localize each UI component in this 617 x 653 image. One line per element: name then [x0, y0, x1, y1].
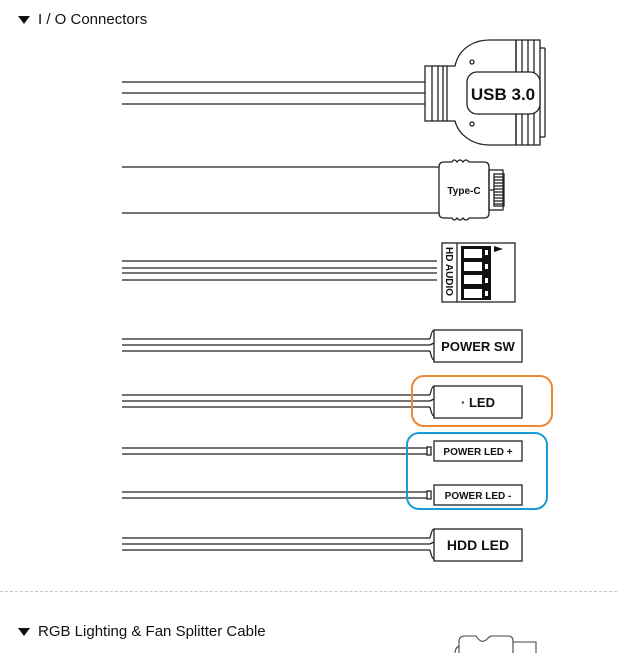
typec-connector	[122, 159, 505, 221]
led-label: · LED	[461, 395, 495, 410]
power-led-highlight-outline	[406, 432, 548, 510]
hdd-led-label: HDD LED	[447, 537, 509, 553]
triangle-down-icon	[18, 15, 30, 24]
usb3-label: USB 3.0	[471, 85, 535, 104]
led-connector	[122, 385, 523, 419]
triangle-down-icon	[18, 627, 30, 636]
section-title: RGB Lighting & Fan Splitter Cable	[38, 623, 266, 640]
rgb-splitter-connector	[454, 635, 537, 653]
section-divider	[0, 591, 617, 592]
hdaudio-pins	[461, 246, 503, 300]
power-sw-connector	[122, 329, 523, 363]
led-highlight-outline	[411, 375, 553, 427]
power-sw-label: POWER SW	[441, 339, 515, 354]
section-header-io-connectors[interactable]: I / O Connectors	[18, 11, 147, 28]
section-header-rgb-splitter[interactable]: RGB Lighting & Fan Splitter Cable	[18, 623, 266, 640]
hdaudio-label: HD AUDIO	[443, 247, 454, 296]
power-led-plus-label: POWER LED +	[443, 447, 512, 458]
pin1-arrow-icon	[494, 246, 503, 252]
power-led-plus-connector	[122, 440, 523, 462]
section-title: I / O Connectors	[38, 11, 148, 28]
usb3-connector	[122, 39, 546, 146]
typec-label: Type-C	[447, 186, 480, 197]
hdd-led-connector	[122, 528, 523, 562]
hdaudio-connector	[122, 242, 516, 303]
power-led-minus-label: POWER LED -	[445, 491, 512, 502]
power-led-minus-connector	[122, 484, 523, 506]
